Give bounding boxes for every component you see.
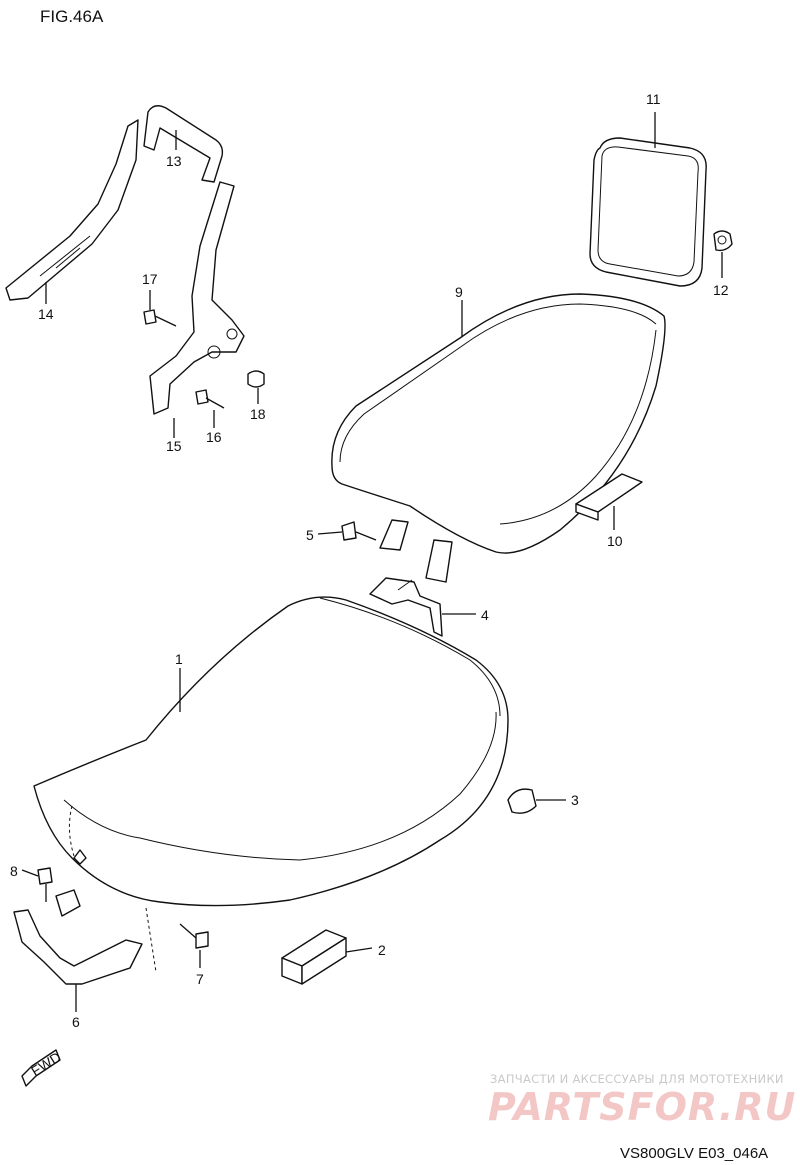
callout-9: 9 [455, 284, 463, 300]
callout-18: 18 [250, 406, 266, 422]
nut-part-18 [247, 370, 265, 388]
callout-7: 7 [196, 971, 204, 987]
forward-arrow-icon: FWD [21, 1049, 64, 1087]
callout-2: 2 [378, 942, 386, 958]
main-seat-part [33, 596, 509, 907]
bracket-part-4 [369, 577, 443, 637]
backrest-frame-part [5, 105, 245, 415]
callout-4: 4 [481, 607, 489, 623]
figure-code: VS800GLV E03_046A [620, 1145, 768, 1162]
watermark-brand: PARTSFOR.RU [488, 1085, 796, 1129]
fwd-label: FWD [28, 1049, 64, 1079]
backrest-pad-part [589, 137, 707, 287]
callout-6: 6 [72, 1014, 80, 1030]
callout-15: 15 [166, 438, 182, 454]
callout-13: 13 [166, 153, 182, 169]
bolt-part-5 [341, 521, 377, 541]
nut-part-3 [507, 788, 537, 814]
callout-12: 12 [713, 282, 729, 298]
callout-1: 1 [175, 651, 183, 667]
callout-3: 3 [571, 792, 579, 808]
callout-16: 16 [206, 429, 222, 445]
block-part-2 [281, 929, 347, 985]
bolt-part-7 [179, 923, 209, 949]
bolt-part-8 [37, 867, 53, 902]
pad-part-10 [575, 473, 643, 521]
callout-5: 5 [306, 527, 314, 543]
callout-17: 17 [142, 271, 158, 287]
watermark-tagline: ЗАПЧАСТИ И АКСЕССУАРЫ ДЛЯ МОТОТЕХНИКИ [490, 1072, 784, 1086]
seat-bracket-part-6 [13, 889, 157, 985]
callout-8: 8 [10, 863, 18, 879]
bolt-part-17 [143, 309, 177, 327]
nut-part-12 [713, 230, 733, 252]
bolt-part-16 [195, 389, 225, 409]
callout-10: 10 [607, 533, 623, 549]
callout-11: 11 [646, 91, 661, 107]
pillion-seat-part [331, 293, 666, 583]
figure-title: FIG.46A [40, 7, 104, 26]
callout-14: 14 [38, 306, 54, 322]
